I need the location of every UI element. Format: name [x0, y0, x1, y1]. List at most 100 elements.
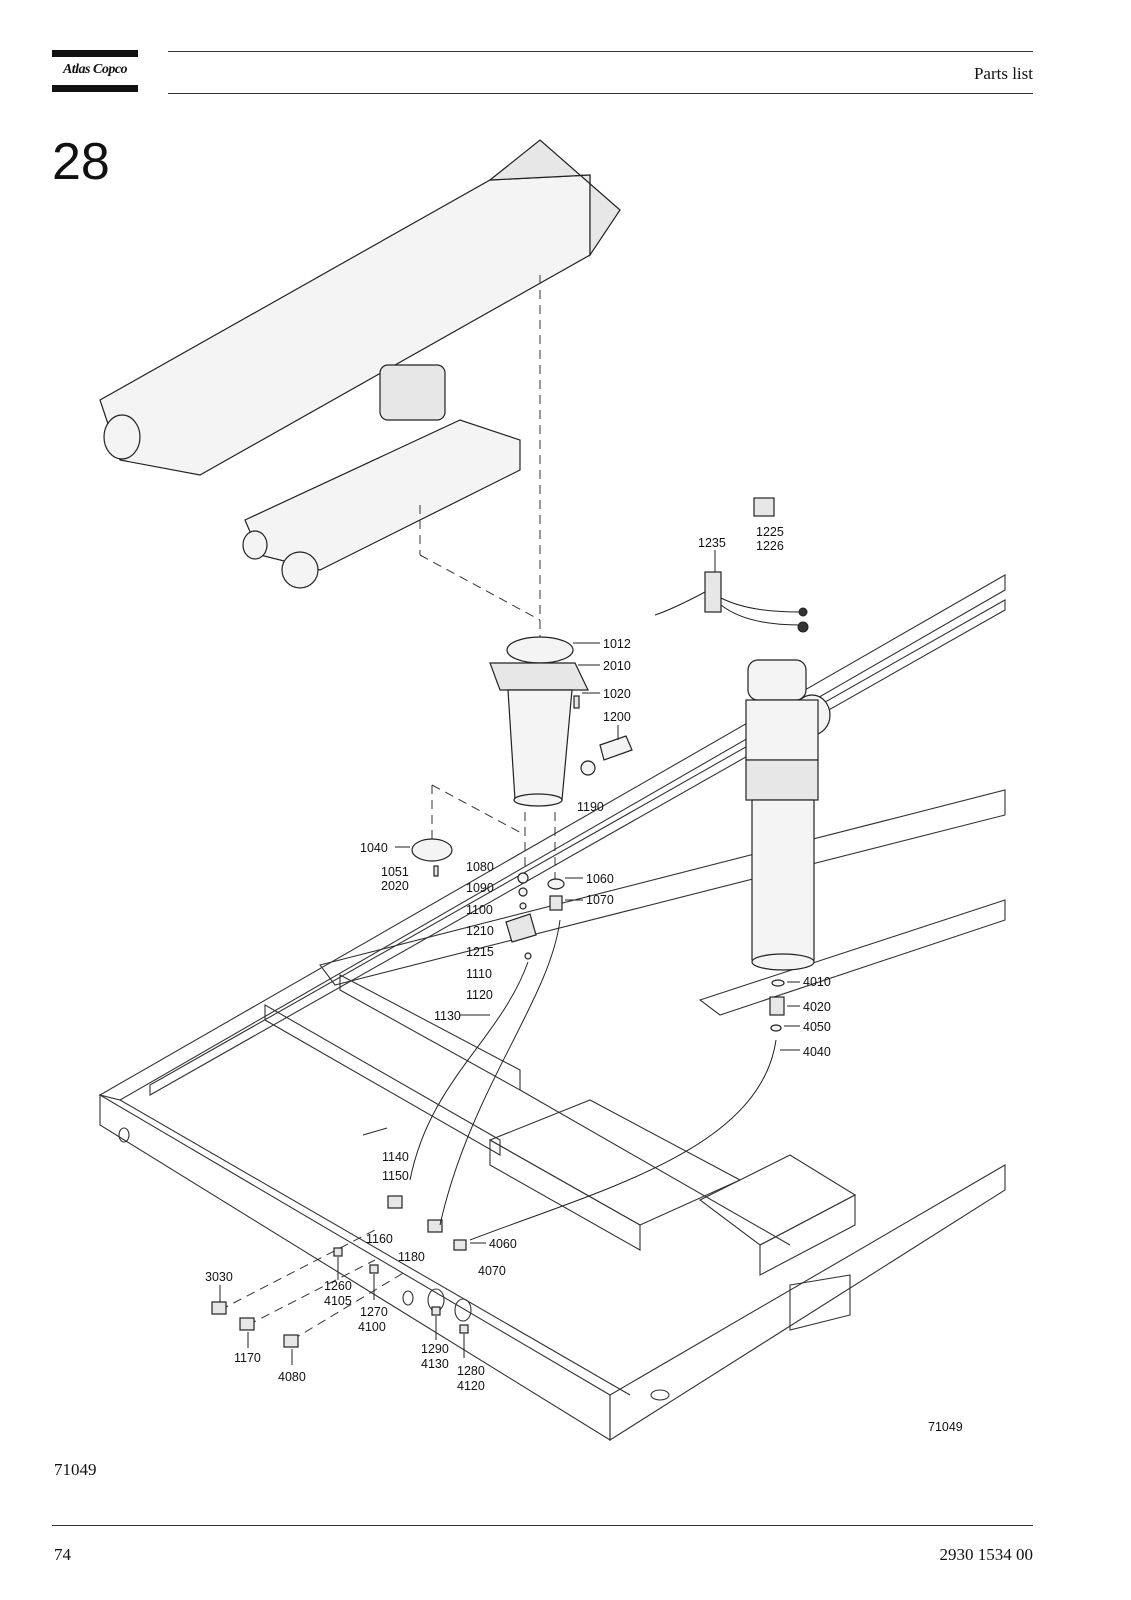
fitting-4060 [453, 1239, 467, 1251]
header-rule-top [168, 51, 1033, 52]
top-duct [99, 174, 591, 476]
frame-inner-edge [119, 1099, 631, 1396]
bulkhead-hole-2 [454, 1298, 472, 1322]
small-parts [211, 838, 565, 1348]
callout: 2020 [381, 879, 409, 893]
frame-right-rail [609, 1164, 1006, 1441]
filter-head [747, 659, 807, 701]
connector-1225 [753, 497, 775, 517]
callout: 1180 [398, 1250, 425, 1264]
callout: 2010 [603, 659, 631, 673]
plate-1270 [369, 1264, 379, 1274]
housing-bottom [513, 793, 563, 807]
frame-hole-1 [118, 1127, 130, 1143]
callout: 1200 [603, 710, 631, 724]
ring-1100 [519, 902, 527, 910]
callout: 1140 [382, 1150, 409, 1164]
assembly-line-5 [431, 784, 526, 836]
callout: 4080 [278, 1370, 306, 1384]
screw-1051 [433, 865, 439, 877]
callout: 4040 [803, 1045, 831, 1059]
callout: 1110 [466, 967, 492, 981]
callout: 1060 [586, 872, 614, 886]
switch-1210 [505, 913, 537, 943]
frame-box-2 [698, 1154, 857, 1246]
harness-plug-2 [797, 621, 809, 633]
duct-assembly [99, 139, 621, 589]
duct-manifold [488, 139, 621, 257]
filter-housing [489, 636, 633, 807]
callout: 1150 [382, 1169, 409, 1183]
callout: 1080 [466, 860, 494, 874]
callout: 1225 [756, 525, 784, 539]
frame-cross-member-2 [264, 1004, 501, 1156]
fitting-1170 [239, 1317, 255, 1331]
logo-text: Atlas Copco [62, 62, 128, 77]
harness-wire-1 [654, 591, 706, 616]
assembly-lines [219, 275, 556, 1341]
intake-pipe [244, 419, 521, 571]
fitting-3030 [211, 1301, 227, 1315]
valve-body [379, 364, 446, 421]
nipple-1070 [549, 895, 563, 911]
harness-wire-3 [720, 604, 801, 626]
callout: 1226 [756, 539, 784, 553]
intake-end [242, 530, 268, 560]
housing-flange [489, 662, 589, 691]
bolt-1020 [573, 695, 580, 709]
filter-bowl-bottom [751, 953, 815, 971]
clamp-1040 [411, 838, 453, 862]
frame-cross-rail [149, 599, 1006, 1096]
hose-1070 [439, 919, 561, 1226]
callout: 1090 [466, 881, 494, 895]
fitting-1110 [524, 952, 532, 960]
callout: 1051 [381, 865, 409, 879]
callout: 1235 [698, 536, 726, 550]
sensor-1200 [599, 735, 633, 761]
harness-wire-2 [720, 597, 801, 613]
plate-1260 [333, 1247, 343, 1257]
logo-top-bar [52, 50, 138, 57]
callout: 1012 [603, 637, 631, 651]
intake-flange [281, 551, 319, 589]
logo-bottom-bar [52, 85, 138, 92]
callout: 1120 [466, 988, 493, 1002]
fitting-1150 [387, 1195, 403, 1209]
section-title: Parts list [973, 64, 1033, 83]
tie-1140 [362, 1127, 388, 1136]
callout: 1040 [360, 841, 388, 855]
callout: 1215 [466, 945, 494, 959]
atlas-copco-logo: Atlas Copco [52, 50, 138, 92]
frame-rail-middle [319, 789, 1006, 986]
plate-1290 [431, 1306, 441, 1316]
plate-1280 [459, 1324, 469, 1334]
drawing-id: 71049 [54, 1460, 97, 1479]
fitting-4020 [769, 996, 785, 1016]
callout: 1210 [466, 924, 494, 938]
fitting-4080 [283, 1334, 299, 1348]
harness-plug-1 [798, 607, 808, 617]
callout: 1070 [586, 893, 614, 907]
filter-collar [745, 759, 819, 801]
drawing-id-inset: 71049 [928, 1420, 963, 1434]
housing-body [507, 689, 573, 801]
frame-panel [789, 1274, 851, 1331]
frame-top-rail [98, 574, 1006, 1101]
fitting-1160 [427, 1219, 443, 1233]
frame-box-1 [488, 1099, 742, 1226]
harness-block [704, 571, 722, 613]
callout: 1170 [234, 1351, 261, 1365]
callout: 1160 [366, 1232, 393, 1246]
callouts: 1012 2010 1020 1200 1190 1040 1051 2020 … [205, 525, 963, 1434]
seal-1060 [547, 878, 565, 890]
callout: 1020 [603, 687, 631, 701]
callout: 1100 [466, 903, 493, 917]
frame-box-1-side [489, 1139, 641, 1251]
chapter-number: 28 [52, 133, 110, 191]
filter-element [745, 659, 831, 1032]
hose-4040 [469, 1039, 777, 1241]
frame-rail-right [698, 899, 1006, 1016]
ring-4050 [770, 1024, 782, 1032]
header-rule-bottom [168, 93, 1033, 94]
frame-hole-2 [650, 1389, 670, 1401]
